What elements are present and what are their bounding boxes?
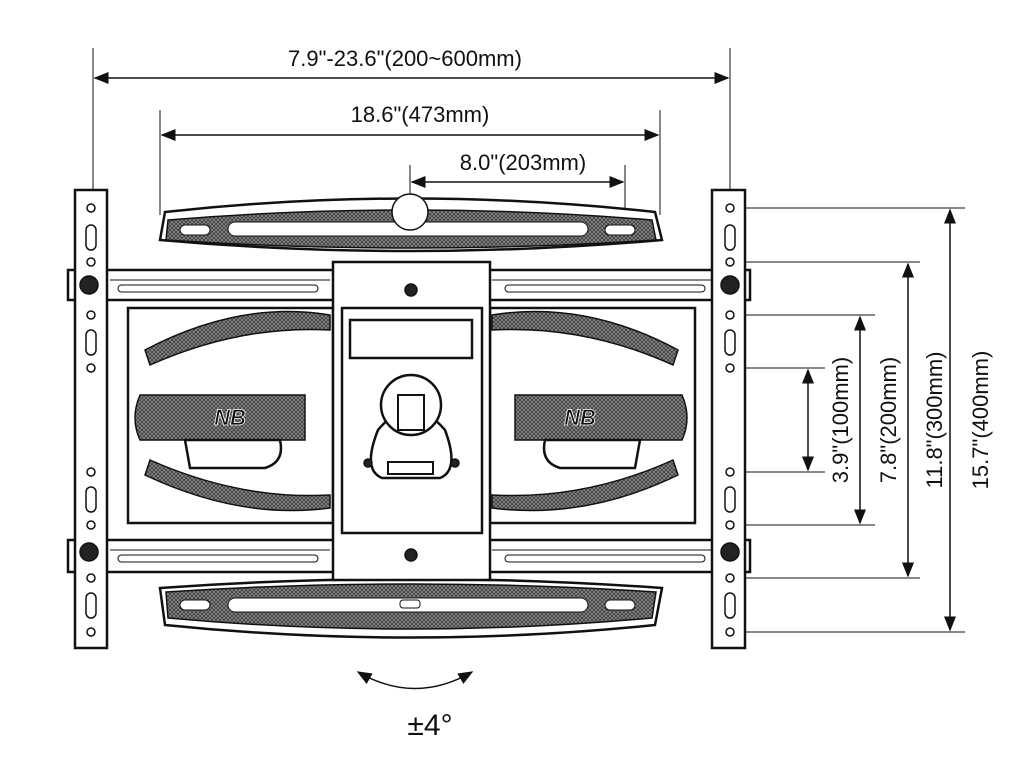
vesa-400-label: 15.7"(400mm)	[968, 351, 993, 490]
vesa-100-label: 3.9"(100mm)	[828, 357, 853, 483]
arm-width-label: 18.6"(473mm)	[351, 102, 490, 127]
vesa-200-dimension: 7.8"(200mm)	[854, 315, 901, 525]
logo-right: NB	[564, 405, 596, 430]
arm-width-dimension: 18.6"(473mm)	[159, 102, 661, 215]
rotation-arrow-icon	[356, 671, 474, 690]
vesa-400-dimension: 15.7"(400mm)	[944, 208, 993, 632]
overall-width-dimension: 7.9"-23.6"(200~600mm)	[92, 46, 731, 190]
vertical-extension-lines	[745, 207, 965, 633]
left-vertical-rail	[73, 188, 109, 650]
vesa-300-label: 11.8"(300mm)	[922, 351, 947, 488]
center-wall-plate	[331, 260, 492, 582]
vesa-300-dimension: 11.8"(300mm)	[902, 262, 947, 578]
overall-width-label: 7.9"-23.6"(200~600mm)	[288, 46, 522, 71]
center-width-label: 8.0"(203mm)	[460, 150, 586, 175]
vesa-200-label: 7.8"(200mm)	[876, 357, 901, 483]
bottom-arm	[158, 577, 664, 639]
left-arm-assembly: NB	[126, 306, 335, 525]
vesa-100-dimension: 3.9"(100mm)	[802, 357, 853, 483]
logo-left: NB	[214, 405, 246, 430]
tilt-indicator: ±4°	[356, 671, 474, 742]
tilt-label: ±4°	[407, 709, 452, 742]
top-arm	[158, 193, 664, 253]
right-arm-assembly: NB	[488, 306, 697, 525]
right-vertical-rail	[710, 188, 747, 650]
